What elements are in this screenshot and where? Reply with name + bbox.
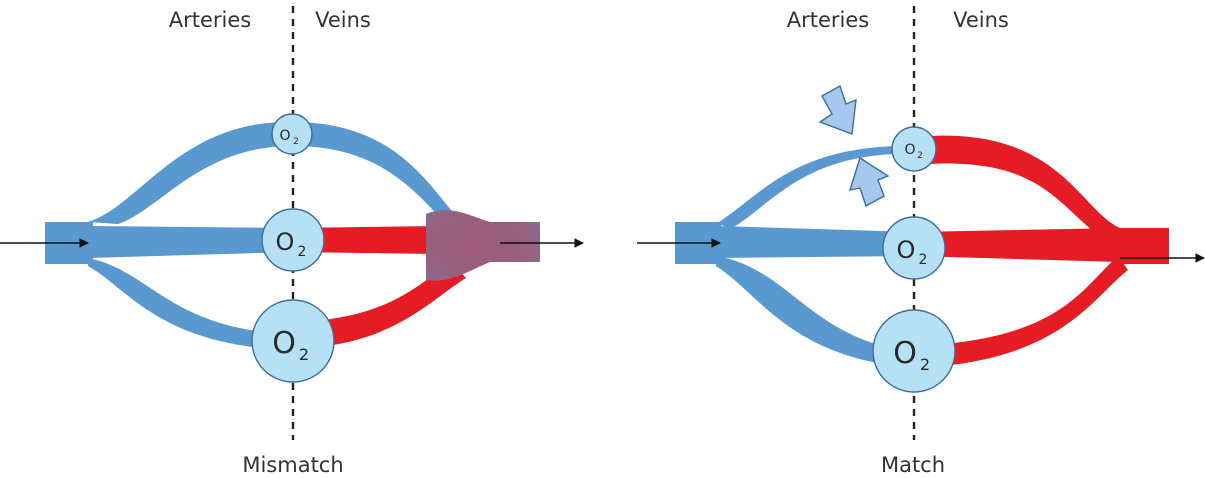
svg-text:O: O: [904, 142, 915, 158]
svg-text:O: O: [279, 128, 290, 144]
left-mixed-outflow: [426, 210, 540, 281]
left-middle-artery: [88, 226, 292, 258]
right-bottom-artery: [716, 256, 914, 368]
left-caption: Mismatch: [242, 453, 343, 477]
left-top-artery: [88, 121, 292, 224]
svg-text:2: 2: [293, 137, 299, 147]
left-arterial-vessels: [45, 121, 462, 350]
right-alveolus-medium: O 2: [882, 216, 946, 280]
left-alveolus-medium: O 2: [261, 208, 325, 272]
vasoconstriction-arrow-upper: [818, 84, 857, 135]
right-venous-vessels: [914, 135, 1169, 368]
svg-text:2: 2: [298, 244, 307, 260]
left-venous-vessels: [292, 226, 466, 348]
svg-text:2: 2: [299, 345, 309, 364]
svg-text:O: O: [893, 336, 917, 371]
svg-text:O: O: [897, 236, 916, 264]
left-bottom-vein: [292, 262, 466, 348]
svg-text:O: O: [276, 228, 295, 256]
left-bottom-artery: [88, 258, 292, 350]
right-arteries-label: Arteries: [787, 8, 869, 32]
left-panel: O 2 O 2 O 2 Arteries Veins Mismatch: [0, 6, 584, 477]
left-alveolus-large: O 2: [251, 299, 335, 383]
left-arteries-label: Arteries: [169, 8, 251, 32]
svg-text:O: O: [272, 326, 296, 361]
svg-text:2: 2: [919, 252, 928, 268]
left-alveolus-small: O 2: [271, 113, 313, 155]
right-middle-vein: [914, 228, 1120, 262]
right-alveolus-small: O 2: [891, 126, 937, 172]
left-veins-label: Veins: [315, 8, 371, 32]
right-top-vein: [930, 135, 1120, 244]
right-panel: O 2 O 2 O 2 Arteries Veins Match: [637, 6, 1205, 477]
left-middle-vein: [292, 226, 440, 254]
svg-text:2: 2: [917, 151, 923, 161]
right-veins-label: Veins: [953, 8, 1009, 32]
right-middle-artery: [716, 226, 914, 258]
svg-text:2: 2: [920, 355, 930, 374]
right-caption: Match: [881, 453, 945, 477]
right-top-artery-constricted: [716, 146, 895, 228]
right-alveolus-large: O 2: [872, 309, 956, 393]
vasoconstriction-arrow-lower: [848, 156, 890, 208]
